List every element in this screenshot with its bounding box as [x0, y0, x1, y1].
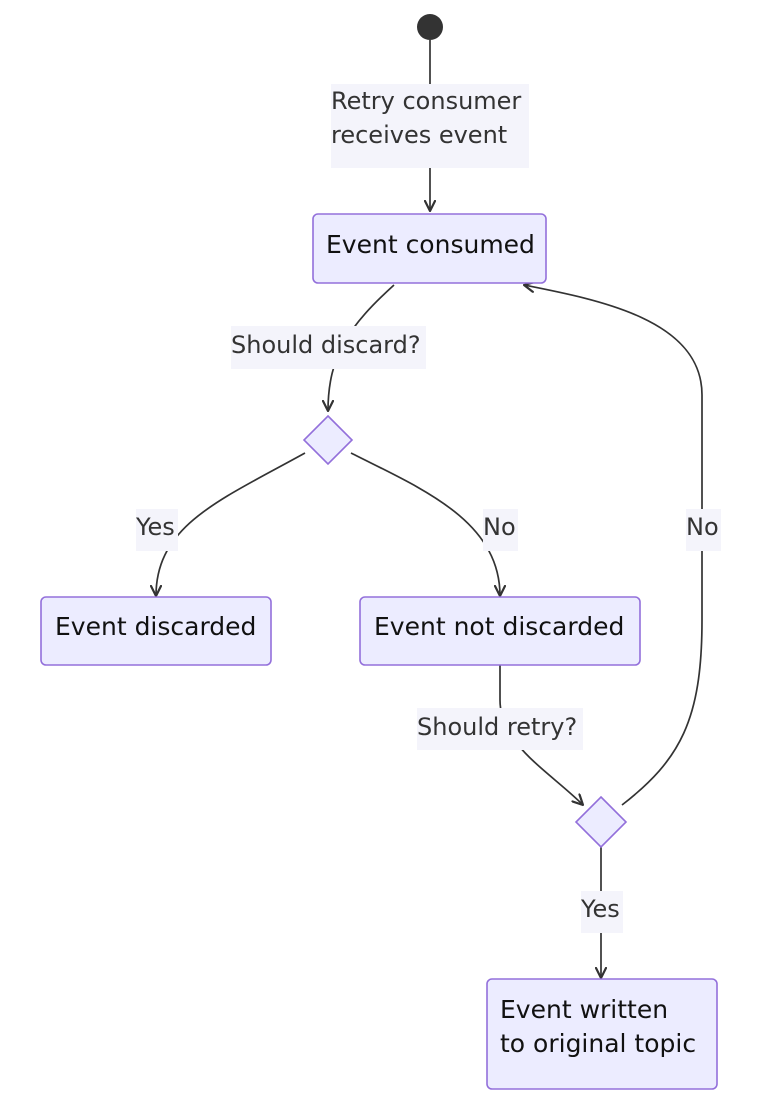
retry-no-label: No	[686, 513, 719, 541]
edge-label-discard-no: No	[483, 509, 518, 551]
edge-label-should-retry: Should retry?	[417, 708, 583, 750]
start-node-dot	[417, 14, 443, 40]
node-event-not-discarded: Event not discarded	[359, 596, 641, 666]
edge-retry-no	[524, 285, 703, 806]
edge-label-discard-yes: Yes	[135, 509, 178, 551]
edge-label-should-discard: Should discard?	[231, 326, 426, 369]
edge-discard-no	[350, 452, 500, 596]
event-consumed-label: Event consumed	[326, 230, 535, 259]
discard-no-label: No	[483, 513, 516, 541]
node-event-consumed: Event consumed	[312, 213, 547, 284]
edge-label-start: Retry consumer receives event	[331, 84, 529, 168]
decision-should-discard	[302, 414, 354, 466]
edge-discard-yes	[156, 452, 306, 596]
decision-should-retry	[574, 795, 628, 849]
edge-label-retry-yes: Yes	[580, 891, 623, 933]
should-retry-label: Should retry?	[417, 713, 577, 741]
edge-label-retry-no: No	[686, 509, 721, 551]
start-label-line-2: receives event	[331, 121, 507, 149]
node-event-discarded: Event discarded	[40, 596, 272, 666]
edge-not-discarded-to-retry-decision	[499, 665, 583, 805]
start-label-line-1: Retry consumer	[331, 87, 521, 115]
discard-yes-label: Yes	[135, 513, 175, 541]
event-discarded-label: Event discarded	[55, 612, 256, 641]
event-written-label-line-2: to original topic	[500, 1029, 696, 1058]
should-discard-label: Should discard?	[231, 331, 421, 359]
event-not-discarded-label: Event not discarded	[374, 612, 624, 641]
retry-yes-label: Yes	[580, 895, 620, 923]
node-event-written-to-original-topic: Event written to original topic	[486, 978, 718, 1090]
event-written-label-line-1: Event written	[500, 995, 668, 1024]
